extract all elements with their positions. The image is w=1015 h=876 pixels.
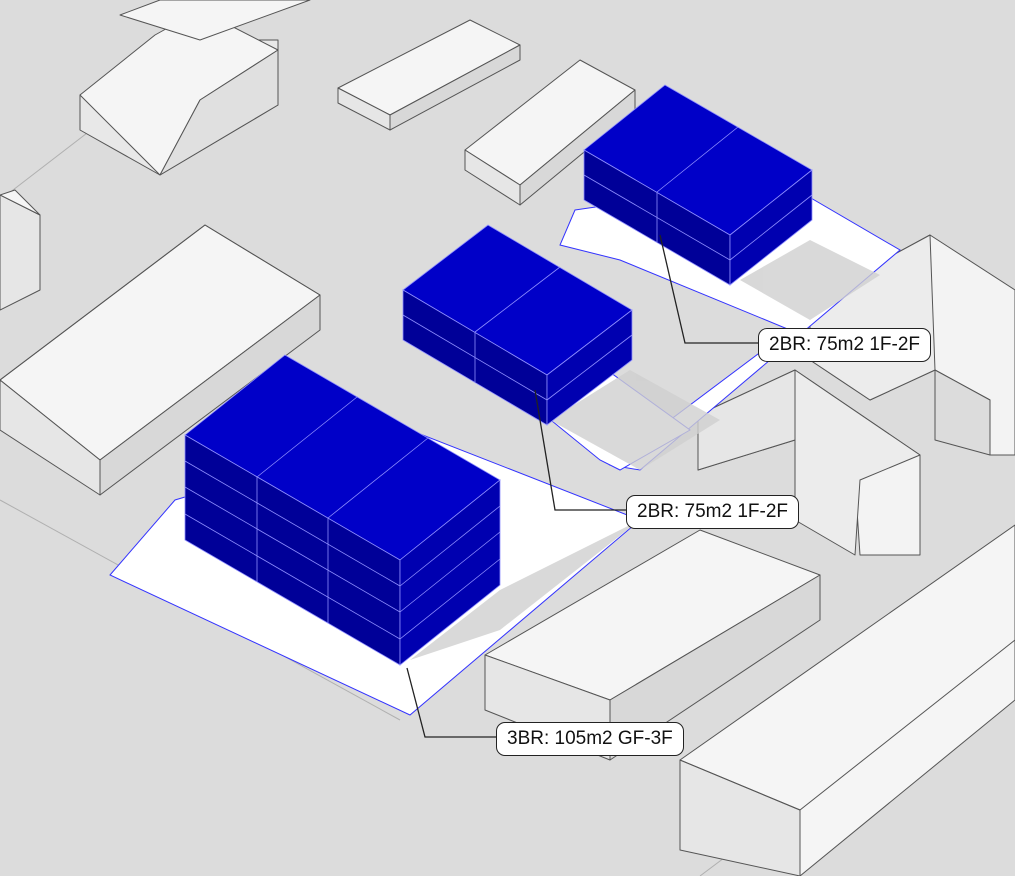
leader-line-1 — [659, 234, 760, 344]
leader-line-2 — [534, 389, 628, 511]
house-top-left — [79, 9, 279, 176]
shadows — [410, 240, 880, 660]
leader-lines — [406, 234, 760, 738]
house-top-corner — [119, 0, 311, 41]
house-left-edge — [0, 189, 41, 311]
leader-line-3 — [406, 667, 498, 738]
building-block-front — [184, 354, 501, 666]
house-right-mid — [697, 369, 921, 556]
house-bottom-right — [679, 524, 1015, 876]
building-block-rear — [583, 84, 813, 286]
house-mid-top — [464, 59, 636, 206]
building-block-middle — [402, 224, 633, 426]
unit-label-middle: 2BR: 75m2 1F-2F — [626, 495, 799, 529]
unit-label-rear: 2BR: 75m2 1F-2F — [758, 328, 931, 362]
house-top-mid — [337, 19, 521, 131]
house-left-big — [0, 224, 321, 496]
unit-label-front: 3BR: 105m2 GF-3F — [496, 722, 684, 756]
